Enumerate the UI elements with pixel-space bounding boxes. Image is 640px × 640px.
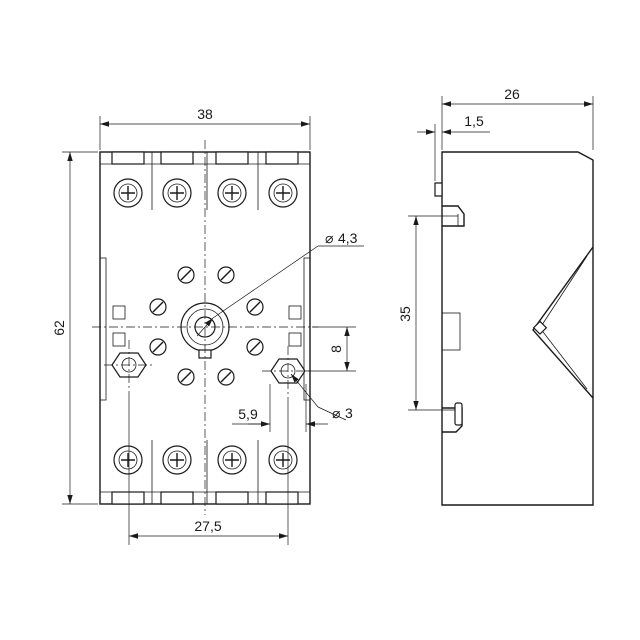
center-hole-diameter-label: 4,3 <box>338 230 358 246</box>
width-dimension: 38 <box>99 106 311 150</box>
height-dimension-label: 62 <box>51 320 67 336</box>
bottom-rail-clip <box>442 402 463 433</box>
mount-spacing-dimension: 27,5 <box>128 395 289 545</box>
depth-dimension: 26 <box>441 86 594 150</box>
side-view: 26 1,5 35 <box>397 86 594 506</box>
clip-offset-dimension: 1,5 <box>417 113 490 181</box>
width-dimension-label: 38 <box>197 106 213 122</box>
right-side-slot <box>303 257 311 401</box>
mount-vertical-dimension: 8 <box>306 326 356 372</box>
clip-offset-label: 1,5 <box>464 113 484 129</box>
diameter-symbol: ⌀ <box>325 230 333 246</box>
side-body-outline <box>441 151 594 506</box>
left-side-slot <box>99 257 107 401</box>
mount-hole-diameter-label: 3 <box>345 405 353 421</box>
depth-dimension-label: 26 <box>504 86 520 102</box>
mount-offset-dimension: 5,9 <box>232 384 328 432</box>
mount-hole-diameter-callout: ⌀ 3 <box>290 373 353 421</box>
square-slots <box>112 305 302 347</box>
bottom-terminal-clips <box>100 491 310 505</box>
center-hole-diameter-callout: ⌀ 4,3 <box>196 230 364 337</box>
side-v-notch <box>532 246 594 399</box>
rail-height-label: 35 <box>397 306 413 322</box>
mount-spacing-label: 27,5 <box>194 518 221 534</box>
mount-vertical-label: 8 <box>328 345 344 353</box>
bottom-terminal-screws <box>113 445 298 475</box>
diameter-symbol-small: ⌀ <box>332 405 340 421</box>
height-dimension: 62 <box>51 151 98 505</box>
top-terminal-screws <box>113 178 298 208</box>
rail-height-dimension: 35 <box>397 215 458 411</box>
front-view: 38 62 27,5 5,9 <box>51 106 364 545</box>
pin-contacts <box>149 266 264 386</box>
middle-rail-tab <box>441 312 461 351</box>
top-rail-clip <box>434 182 465 227</box>
mount-offset-label: 5,9 <box>238 406 258 422</box>
